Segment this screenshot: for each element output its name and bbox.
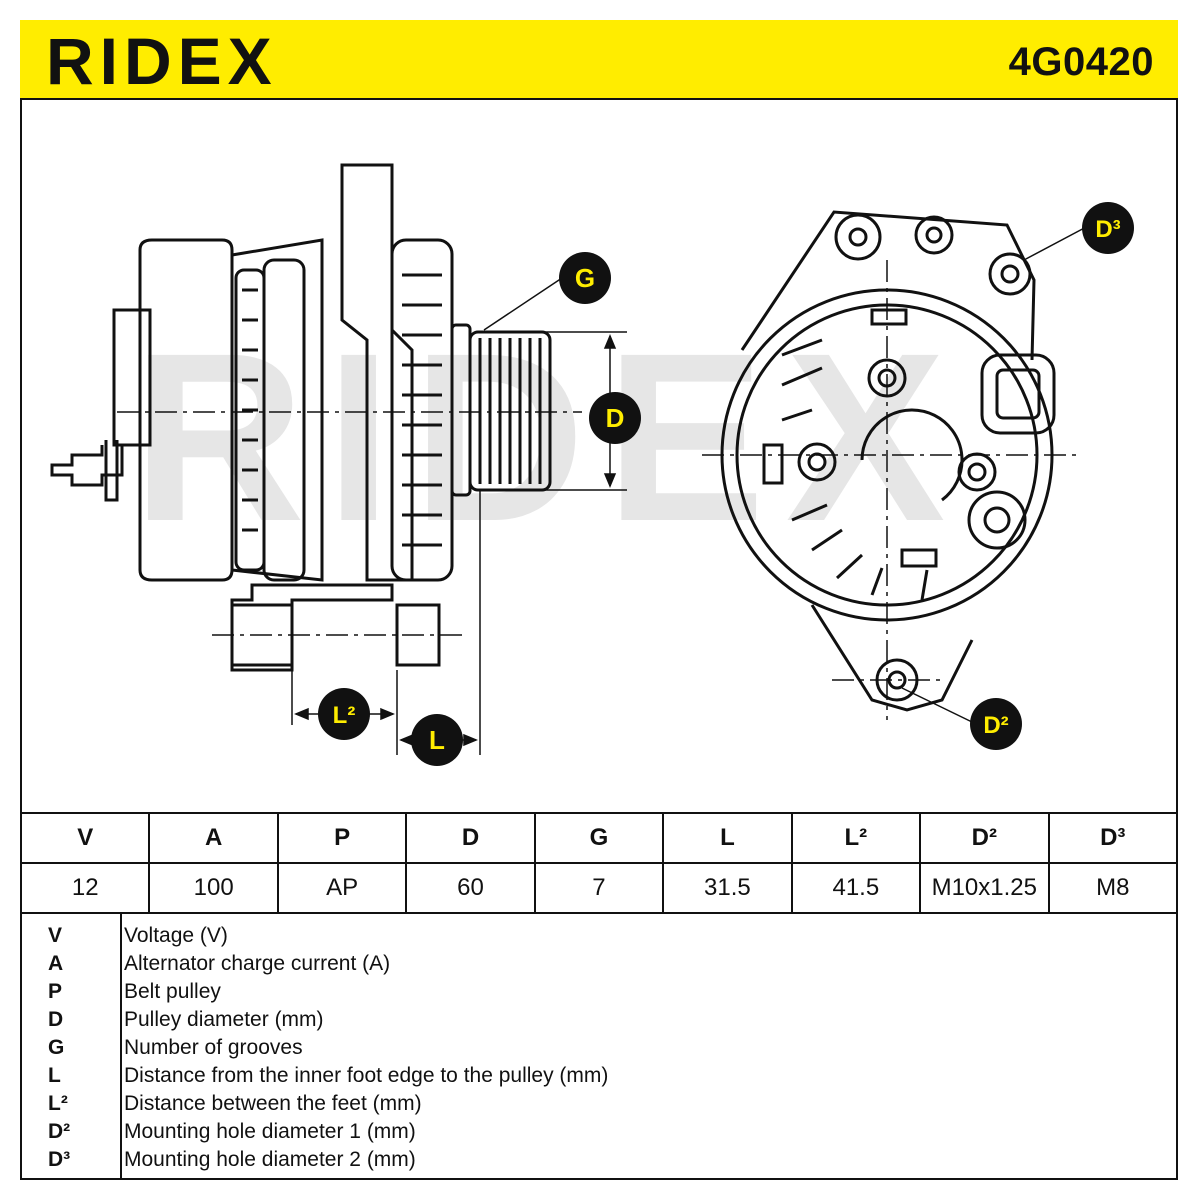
header-bar: RIDEX 4G0420 xyxy=(20,20,1178,100)
front-centerlines xyxy=(702,260,1082,720)
svg-text:D³: D³ xyxy=(1095,216,1120,243)
svg-text:D: D xyxy=(606,403,625,433)
legend-item: D Pulley diameter (mm) xyxy=(20,1006,1178,1034)
legend-text: Voltage (V) xyxy=(124,924,228,947)
spec-header: G xyxy=(533,812,665,864)
legend-text: Alternator charge current (A) xyxy=(124,952,391,975)
legend-code: D xyxy=(48,1008,64,1031)
legend-code: G xyxy=(48,1036,65,1059)
spec-header: A xyxy=(148,812,279,864)
svg-text:L: L xyxy=(429,725,445,755)
spec-value: 12 xyxy=(19,862,151,914)
spec-header: L² xyxy=(790,812,922,864)
legend-item: D³ Mounting hole diameter 2 (mm) xyxy=(20,1146,1178,1174)
spec-header: D² xyxy=(919,812,1050,864)
spec-header: D³ xyxy=(1047,812,1178,864)
callout-D3: D³ xyxy=(1082,202,1134,254)
legend-code: A xyxy=(48,952,64,975)
legend-item: P Belt pulley xyxy=(20,978,1178,1006)
front-leaders xyxy=(901,224,1091,723)
spec-value: M10x1.25 xyxy=(919,862,1050,914)
legend-text: Mounting hole diameter 1 (mm) xyxy=(124,1120,416,1143)
legend-text: Pulley diameter (mm) xyxy=(124,1008,324,1031)
legend-item: L² Distance between the feet (mm) xyxy=(20,1090,1178,1118)
callout-G: G xyxy=(559,252,611,304)
svg-text:RIDEX: RIDEX xyxy=(46,24,278,98)
legend-item: D² Mounting hole diameter 1 (mm) xyxy=(20,1118,1178,1146)
legend-divider xyxy=(120,912,122,1180)
legend-item: V Voltage (V) xyxy=(20,922,1178,950)
spec-value: 60 xyxy=(405,862,536,914)
legend-code: L xyxy=(48,1064,61,1087)
spec-header: V xyxy=(19,812,151,864)
specs-value-row: 12 100 AP 60 7 31.5 41.5 M10x1.25 M8 xyxy=(19,862,1178,914)
alternator-drawing: RIDEX xyxy=(50,163,1134,766)
spec-value: 7 xyxy=(533,862,665,914)
legend-code: L² xyxy=(48,1092,68,1115)
legend-text: Distance between the feet (mm) xyxy=(124,1092,422,1115)
spec-value: M8 xyxy=(1047,862,1178,914)
specs-table: V A P D G L L² D² D³ 12 100 AP 60 7 31.5… xyxy=(19,812,1178,914)
spec-value: 31.5 xyxy=(662,862,793,914)
legend-code: D² xyxy=(48,1120,71,1143)
svg-text:L²: L² xyxy=(333,702,356,729)
ridex-logo: RIDEX xyxy=(46,24,278,98)
specs-header-row: V A P D G L L² D² D³ xyxy=(19,812,1178,864)
spec-value: 100 xyxy=(148,862,279,914)
spec-header: D xyxy=(405,812,536,864)
legend-text: Distance from the inner foot edge to the… xyxy=(124,1064,609,1087)
callout-D2: D² xyxy=(970,698,1022,750)
side-view xyxy=(50,163,552,672)
svg-text:G: G xyxy=(575,263,595,293)
part-number: 4G0420 xyxy=(1008,40,1154,84)
legend-text: Belt pulley xyxy=(124,980,221,1003)
side-centerlines xyxy=(117,411,582,636)
legend-text: Number of grooves xyxy=(124,1036,303,1059)
legend-code: P xyxy=(48,980,63,1003)
spec-header: P xyxy=(276,812,408,864)
spec-header: L xyxy=(662,812,793,864)
legend-code: V xyxy=(48,924,63,947)
legend-item: L Distance from the inner foot edge to t… xyxy=(20,1062,1178,1090)
legend-item: A Alternator charge current (A) xyxy=(20,950,1178,978)
callout-L2: L² xyxy=(318,688,370,740)
spec-value: AP xyxy=(276,862,408,914)
callout-D: D xyxy=(589,392,641,444)
spec-value: 41.5 xyxy=(790,862,922,914)
legend: V Voltage (V) A Alternator charge curren… xyxy=(20,912,1178,1180)
svg-text:D²: D² xyxy=(983,712,1008,739)
legend-code: D³ xyxy=(48,1148,71,1171)
legend-text: Mounting hole diameter 2 (mm) xyxy=(124,1148,416,1171)
callout-L: L xyxy=(411,714,463,766)
legend-item: G Number of grooves xyxy=(20,1034,1178,1062)
